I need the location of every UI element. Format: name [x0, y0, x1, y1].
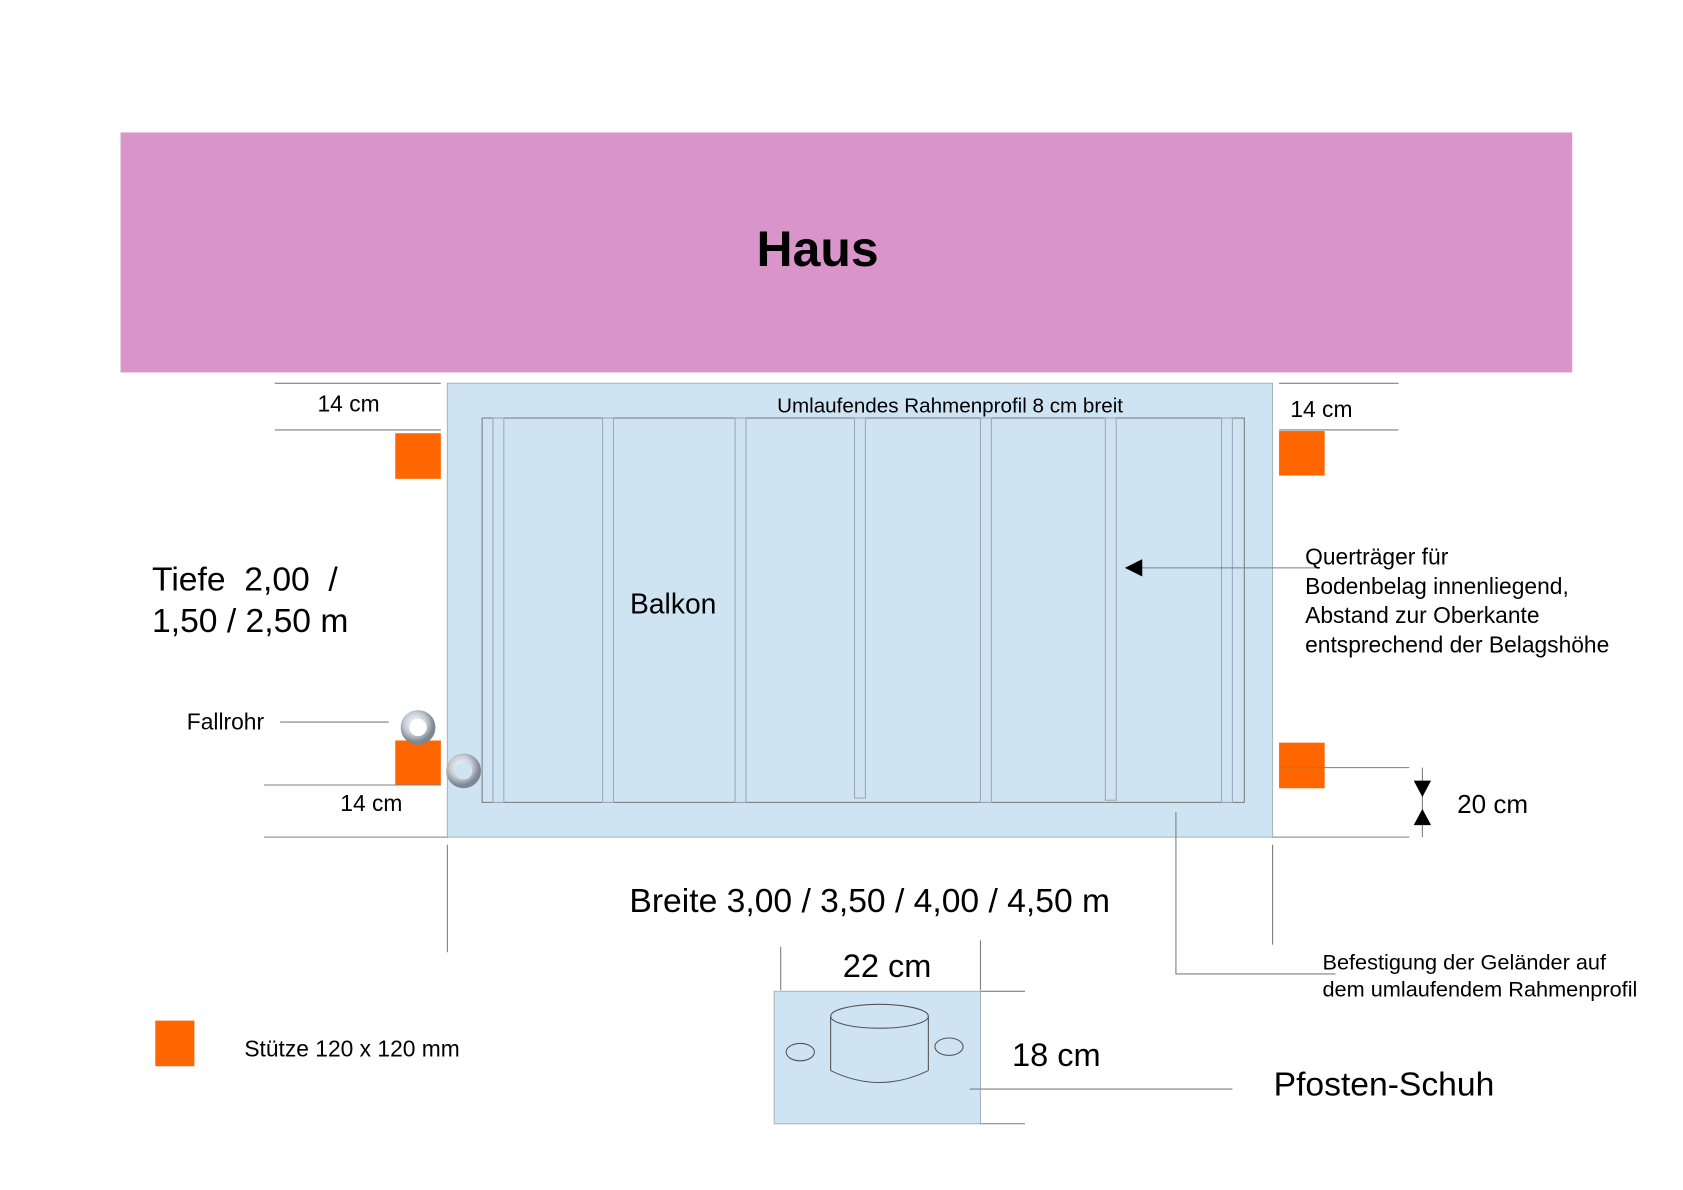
balcony-label: Balkon: [630, 587, 716, 619]
crossbeam: [1220, 417, 1233, 803]
crossbeam: [492, 417, 505, 803]
dimension-arrows-icon: [1413, 767, 1432, 838]
crossbeams: [492, 417, 1233, 803]
dim-left-bottom: 14 cm: [340, 790, 402, 816]
post-bottom-left: [395, 740, 441, 786]
railing-note-2: dem umlaufendem Rahmenprofil: [1322, 977, 1637, 1002]
downpipe-label: Fallrohr: [187, 709, 265, 735]
crossbeam: [602, 417, 615, 803]
post-top-left: [395, 433, 441, 479]
depth-line1: Tiefe 2,00 /: [152, 562, 338, 599]
legend-post-label: Stütze 120 x 120 mm: [244, 1035, 459, 1061]
post-shoe-cylinder-icon: [785, 1003, 964, 1083]
frame-note: Umlaufendes Rahmenprofil 8 cm breit: [777, 395, 1123, 418]
depth-line2: 1,50 / 2,50 m: [152, 603, 348, 640]
shoe-height: 18 cm: [1012, 1037, 1101, 1073]
legend-post-swatch: [155, 1020, 195, 1067]
crossbeam-note-2: Bodenbelag innenliegend,: [1305, 573, 1569, 599]
crossbeam-note-4: entsprechend der Belagshöhe: [1305, 632, 1609, 658]
crossbeam: [853, 417, 866, 799]
arrow-left-icon: [1124, 559, 1143, 577]
crossbeam: [1104, 417, 1117, 801]
dim-right-top: 14 cm: [1290, 396, 1352, 422]
railing-note-1: Befestigung der Geländer auf: [1322, 950, 1607, 975]
crossbeam-note-1: Querträger für: [1305, 544, 1449, 570]
crossbeam: [979, 417, 992, 803]
shoe-label: Pfosten-Schuh: [1274, 1067, 1495, 1104]
shoe-width: 22 cm: [843, 948, 932, 984]
dim-width: Breite 3,00 / 3,50 / 4,00 / 4,50 m: [629, 883, 1110, 920]
dim-right-offset: 20 cm: [1457, 789, 1528, 819]
post-bottom-right: [1279, 742, 1325, 789]
post-shoe-plate: [773, 990, 982, 1125]
post-top-right: [1279, 431, 1325, 476]
house-block: [120, 132, 1573, 373]
crossbeam: [734, 417, 747, 803]
crossbeam-note-3: Abstand zur Oberkante: [1305, 602, 1539, 628]
dim-left-top: 14 cm: [318, 391, 380, 417]
downpipe-icon: [400, 710, 482, 789]
house-label: Haus: [757, 221, 879, 277]
